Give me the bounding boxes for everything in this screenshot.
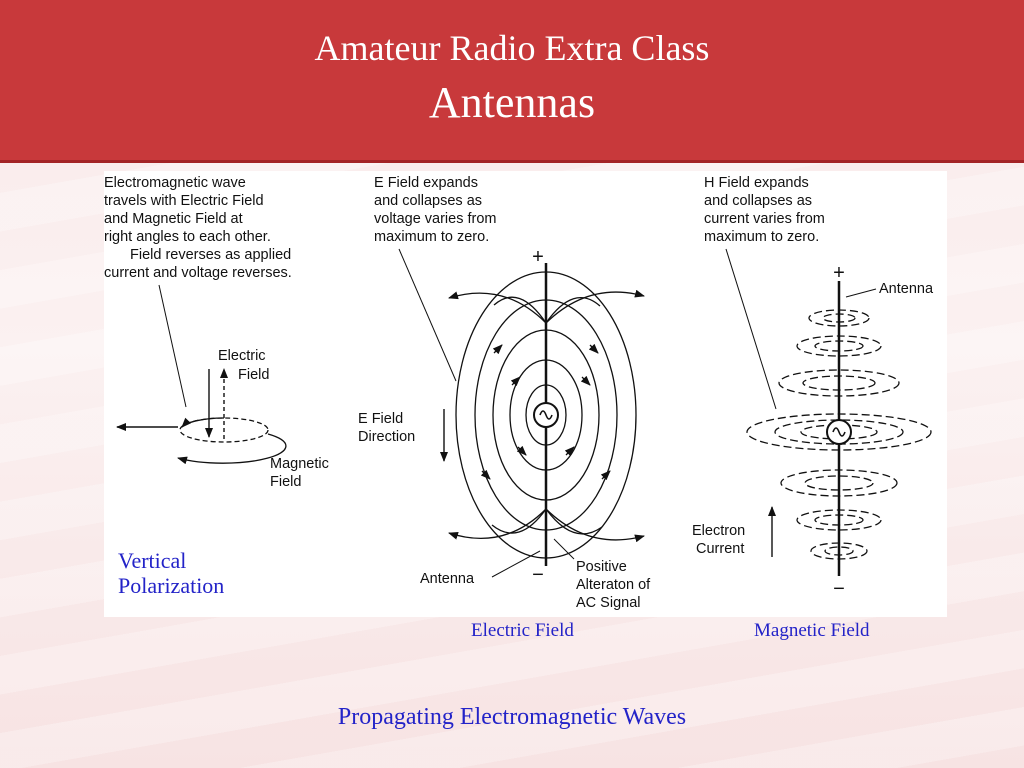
- wave-symbol: [116, 368, 287, 465]
- electric-label: Field: [238, 367, 269, 383]
- hfield-description: H Field expands and collapses as current…: [704, 175, 825, 245]
- minus-sign: −: [833, 578, 845, 600]
- ac-source-icon-right: [826, 419, 852, 445]
- polarization-label: Vertical Polarization: [118, 548, 224, 598]
- electron-label: Electron: [692, 523, 745, 539]
- antenna-label-center: Antenna: [420, 571, 475, 587]
- ac-source-icon: [533, 402, 559, 428]
- left-text-line: right angles to each other.: [104, 229, 271, 245]
- left-text-line: travels with Electric Field: [104, 193, 264, 209]
- efield-direction-label: E Field: [358, 411, 403, 427]
- electron-label: Current: [696, 541, 744, 557]
- magnetic-field-caption: Magnetic Field: [754, 620, 870, 641]
- leader-line: [158, 284, 187, 408]
- left-text-line: Electromagnetic wave: [104, 175, 246, 191]
- minus-sign: −: [532, 564, 544, 586]
- polarization-line: Polarization: [118, 573, 225, 598]
- electric-label: Electric: [218, 348, 266, 364]
- left-description: Electromagnetic wave travels with Electr…: [104, 175, 292, 281]
- efield-direction-arrows: [480, 343, 611, 481]
- efield-description: E Field expands and collapses as voltage…: [374, 175, 497, 245]
- left-text-line: current and voltage reverses.: [104, 265, 292, 281]
- positive-label: AC Signal: [576, 595, 640, 611]
- diagram-panel: Electromagnetic wave travels with Electr…: [104, 171, 947, 617]
- bottom-caption: Propagating Electromagnetic Waves: [337, 704, 687, 730]
- efield-loops: [448, 271, 645, 559]
- magnetic-label: Magnetic: [270, 456, 329, 472]
- left-text-line: and Magnetic Field at: [104, 211, 243, 227]
- left-text-line: Field reverses as applied: [130, 247, 291, 263]
- magnetic-label: Field: [270, 474, 301, 490]
- leader-line: [491, 550, 541, 578]
- slide-header: Amateur Radio Extra Class Antennas: [0, 0, 1024, 163]
- hfield-text-line: maximum to zero.: [704, 229, 819, 245]
- hfield-text-line: and collapses as: [704, 193, 812, 209]
- slide-title: Amateur Radio Extra Class: [314, 28, 710, 68]
- em-wave-diagram: Electromagnetic wave travels with Electr…: [104, 175, 934, 611]
- efield-text-line: E Field expands: [374, 175, 478, 191]
- efield-text-line: and collapses as: [374, 193, 482, 209]
- leader-line: [398, 248, 457, 382]
- electric-field-caption: Electric Field: [471, 620, 574, 641]
- antenna-label-right: Antenna: [879, 281, 934, 297]
- efield-text-line: voltage varies from: [374, 211, 497, 227]
- plus-sign: +: [833, 262, 845, 284]
- leader-line: [725, 248, 777, 410]
- leader-line: [553, 538, 575, 560]
- leader-line: [845, 288, 877, 298]
- hfield-text-line: current varies from: [704, 211, 825, 227]
- efield-direction-label: Direction: [358, 429, 415, 445]
- hfield-text-line: H Field expands: [704, 175, 809, 191]
- positive-label: Alteraton of: [576, 577, 651, 593]
- slide-subtitle: Antennas: [428, 78, 596, 127]
- positive-label: Positive: [576, 559, 627, 575]
- efield-text-line: maximum to zero.: [374, 229, 489, 245]
- polarization-line: Vertical: [118, 548, 187, 573]
- plus-sign: +: [532, 246, 544, 268]
